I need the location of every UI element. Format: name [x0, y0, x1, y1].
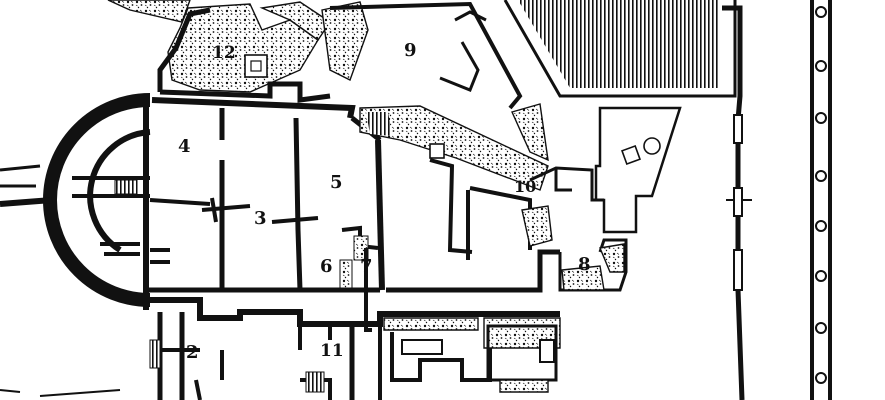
grand-staircase	[503, 0, 737, 98]
room-label-3: 3	[254, 208, 267, 229]
room-label-10: 10	[514, 177, 536, 196]
room-label-11: 11	[320, 341, 344, 361]
room-label-9: 9	[404, 40, 417, 61]
room-8-area	[521, 166, 628, 292]
apse	[0, 93, 151, 307]
diagonal-passage	[359, 103, 549, 191]
room-7-area	[339, 225, 379, 332]
room-label-6: 6	[320, 256, 333, 277]
east-courtyard	[594, 106, 682, 234]
room-label-8: 8	[578, 254, 591, 275]
room-label-12: 12	[212, 43, 236, 63]
south-rooms	[0, 314, 561, 400]
upper-walls	[157, 1, 523, 110]
east-range-columns	[815, 6, 827, 384]
east-range	[722, 0, 832, 400]
top-debris-strip	[107, 0, 191, 23]
room-label-5: 5	[330, 172, 343, 193]
room-label-4: 4	[178, 136, 191, 157]
room-labels: 12 9 4 5 3 6 7 10 8 2 11	[178, 40, 591, 363]
room-label-2: 2	[186, 342, 199, 363]
room-label-7: 7	[360, 256, 373, 277]
upper-stone-area	[167, 1, 369, 93]
